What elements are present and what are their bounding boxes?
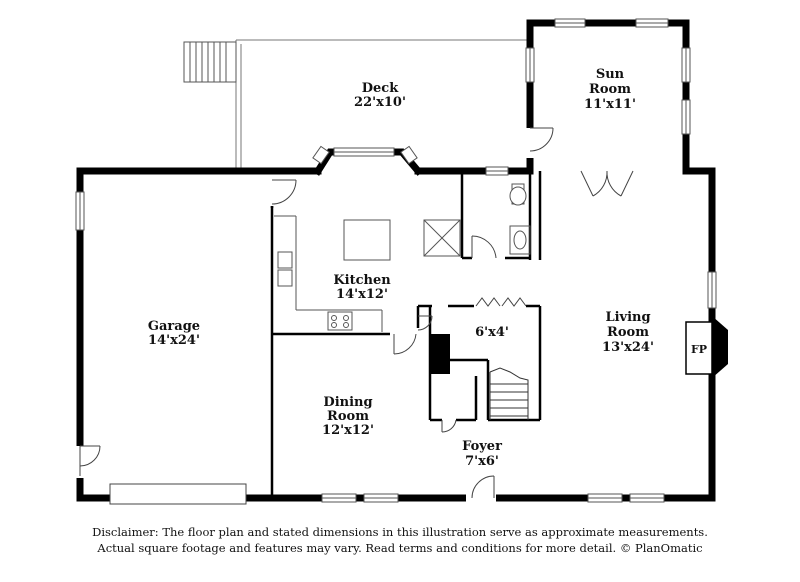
- dining-room-name-2: Room: [327, 409, 369, 424]
- room-labels: Deck 22'x10' Sun Room 11'x11' Kitchen 14…: [148, 67, 654, 469]
- vanity: [509, 225, 531, 255]
- garage-name: Garage: [148, 319, 200, 334]
- stove-icon: [327, 311, 353, 331]
- toilet-bowl: [509, 186, 527, 206]
- deck-dims: 22'x10': [354, 95, 406, 110]
- kitchen-fixtures: [274, 215, 461, 332]
- kitchen-dims: 14'x12': [336, 287, 388, 302]
- fireplace-label: FP: [691, 343, 707, 356]
- sun-room-name-2: Room: [589, 82, 631, 97]
- windows: [75, 18, 717, 503]
- doors: [76, 127, 634, 502]
- closet-dims: 6'x4': [475, 325, 509, 340]
- deck-stairs: [183, 41, 237, 83]
- disclaimer-line-1: Disclaimer: The floor plan and stated di…: [92, 525, 708, 539]
- interior-stairs: [489, 367, 529, 420]
- living-room-name-2: Room: [607, 325, 649, 340]
- kitchen-name: Kitchen: [333, 273, 391, 288]
- dining-room-name-1: Dining: [323, 395, 372, 410]
- kitchen-island: [343, 219, 391, 261]
- living-room-dims: 13'x24': [602, 340, 654, 355]
- sink-icon: [277, 251, 293, 269]
- foyer-name: Foyer: [462, 439, 502, 454]
- dining-room-dims: 12'x12': [322, 423, 374, 438]
- skylight: [423, 219, 461, 257]
- sun-room-name-1: Sun: [596, 67, 625, 82]
- fireplace: FP: [685, 316, 728, 378]
- deck-name: Deck: [362, 81, 399, 96]
- disclaimer: Disclaimer: The floor plan and stated di…: [0, 524, 800, 556]
- stair-wall-block: [430, 334, 450, 374]
- garage-door: [109, 483, 247, 505]
- foyer-dims: 7'x6': [465, 454, 499, 469]
- garage-dims: 14'x24': [148, 333, 200, 348]
- disclaimer-line-2: Actual square footage and features may v…: [97, 541, 703, 555]
- interior-walls: [270, 171, 542, 498]
- bath-fixtures: [509, 183, 531, 255]
- living-room-name-1: Living: [605, 310, 650, 325]
- sun-room-dims: 11'x11': [584, 97, 636, 112]
